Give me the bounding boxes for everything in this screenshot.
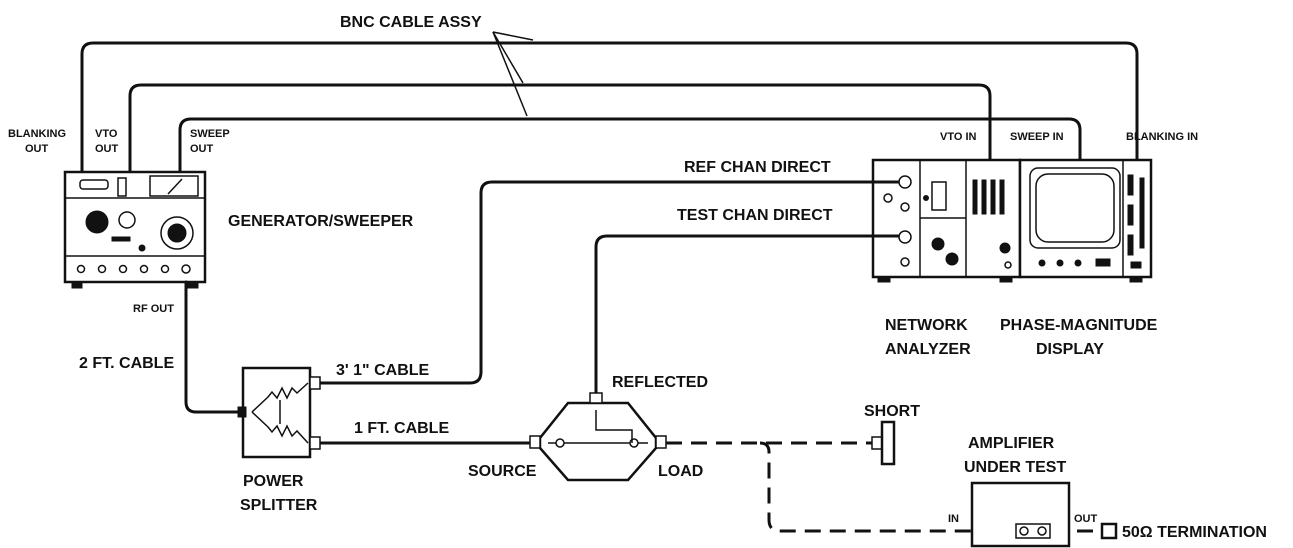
source-label: SOURCE (468, 463, 537, 480)
power-splitter-label-2: SPLITTER (240, 497, 318, 514)
amplifier-label: AMPLIFIER (968, 435, 1055, 452)
three-ft-cable-label: 3' 1" CABLE (336, 362, 430, 379)
bnc-pointer-3 (492, 31, 528, 117)
rf-out-label: RF OUT (133, 303, 174, 315)
blanking-out-label: BLANKING (8, 128, 66, 140)
ref-chan-cable (318, 180, 900, 385)
termination-label: 50Ω TERMINATION (1122, 524, 1267, 541)
two-ft-cable-label: 2 FT. CABLE (79, 355, 174, 372)
blanking-in-label: BLANKING IN (1126, 131, 1198, 143)
bnc-cable-assy-label: BNC CABLE ASSY (340, 14, 482, 31)
network-analyzer-label-2: ANALYZER (885, 341, 971, 358)
under-test-label: UNDER TEST (964, 459, 1066, 476)
reflected-label: REFLECTED (612, 374, 708, 391)
short-label: SHORT (864, 403, 920, 420)
reflection-bridge (529, 392, 667, 482)
load-to-amplifier-dashed (759, 441, 1018, 533)
network-analyzer (871, 158, 1022, 283)
rf-out-2ft-cable (184, 280, 245, 414)
short-termination (871, 420, 896, 466)
sweep-out-label-2: OUT (190, 143, 214, 155)
network-analyzer-label: NETWORK (885, 317, 968, 334)
amplifier-under-test (970, 481, 1071, 548)
phase-magnitude-label-2: DISPLAY (1036, 341, 1104, 358)
blanking-cable (80, 41, 1139, 174)
amplifier-in-label: IN (948, 513, 959, 525)
sweep-cable (178, 117, 1082, 174)
test-chan-cable (594, 234, 900, 395)
bnc-pointer-2 (492, 31, 524, 84)
blanking-out-label-2: OUT (25, 143, 49, 155)
one-ft-cable-label: 1 FT. CABLE (354, 420, 449, 437)
generator-sweeper-label: GENERATOR/SWEEPER (228, 213, 414, 230)
load-label: LOAD (658, 463, 703, 480)
generator-sweeper (63, 170, 207, 289)
phase-magnitude-label: PHASE-MAGNITUDE (1000, 317, 1158, 334)
vto-out-label: VTO (95, 128, 118, 140)
vto-cable (128, 83, 992, 174)
power-splitter-label: POWER (243, 473, 304, 490)
fifty-ohm-termination-icon (1100, 522, 1118, 540)
vto-out-label-2: OUT (95, 143, 119, 155)
ref-chan-direct-label: REF CHAN DIRECT (684, 159, 831, 176)
sweep-out-label: SWEEP (190, 128, 230, 140)
power-splitter (237, 366, 321, 459)
sweep-in-label: SWEEP IN (1010, 131, 1064, 143)
vto-in-label: VTO IN (940, 131, 977, 143)
amplifier-out-label: OUT (1074, 513, 1098, 525)
bnc-pointer-1 (492, 31, 534, 41)
phase-magnitude-display (1018, 158, 1153, 283)
test-chan-direct-label: TEST CHAN DIRECT (677, 207, 833, 224)
